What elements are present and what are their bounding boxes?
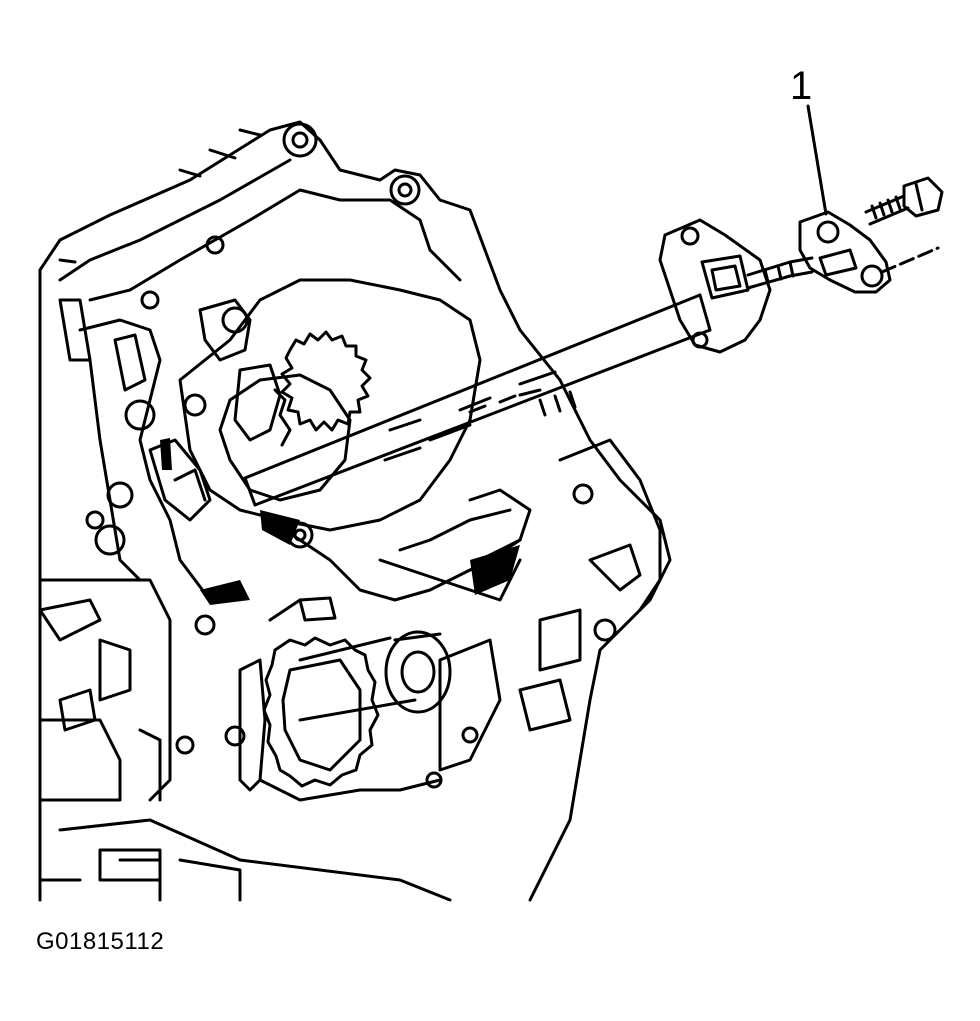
chain-tensioner: [148, 298, 282, 522]
block-right-side: [518, 438, 662, 732]
callout-label-1: 1: [790, 64, 813, 108]
front-cover-opening: [178, 278, 482, 532]
lower-block-detail: [38, 598, 195, 902]
sensor-body: [798, 210, 892, 294]
shading: [160, 438, 520, 605]
alignment-line: [880, 246, 940, 274]
crankshaft-nose: [298, 630, 452, 722]
crankshaft-sprocket: [262, 636, 380, 788]
mounting-bracket: [658, 218, 772, 354]
engine-block: [38, 120, 672, 902]
callout-leader-line: [806, 104, 828, 216]
camshaft-holding-tool: [243, 293, 712, 507]
figure-id: G01815112: [36, 928, 165, 955]
sensor-harness: [746, 256, 814, 290]
front-cover-flange: [194, 596, 502, 802]
cylinder-head: [58, 122, 462, 602]
retaining-bolt: [864, 176, 944, 226]
upper-cam-sprocket: [273, 330, 372, 447]
